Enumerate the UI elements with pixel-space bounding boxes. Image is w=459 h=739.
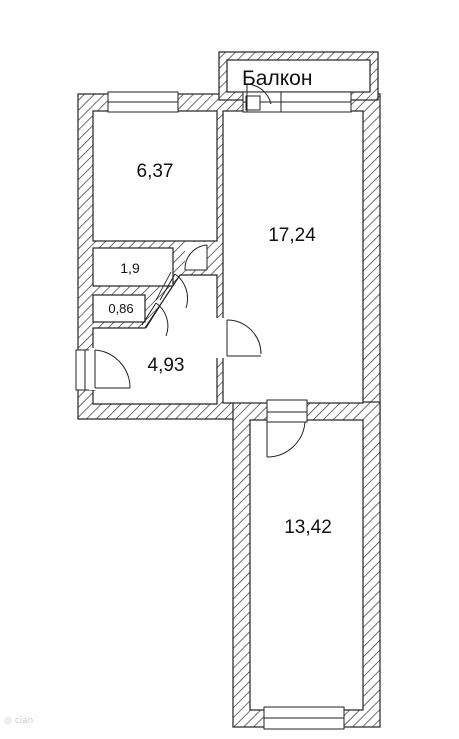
room-small-2-area: 0,86 — [108, 301, 133, 316]
room-bottom-interior — [249, 419, 364, 711]
room-top-left-area: 6,37 — [137, 161, 174, 182]
windows — [75, 91, 352, 730]
door-small-2 — [141, 302, 169, 337]
room-small-1-interior — [92, 247, 174, 287]
door-small-1 — [155, 271, 189, 309]
room-large-area: 17,24 — [268, 225, 316, 246]
watermark-logo: ◎ cian — [4, 716, 34, 726]
room-top-left-interior — [92, 110, 218, 242]
rooms — [92, 59, 371, 711]
door-room-large — [215, 318, 262, 358]
room-large-interior — [222, 110, 364, 404]
door-room-bottom — [266, 399, 308, 458]
door-balcony — [245, 83, 272, 112]
balcony-interior — [226, 59, 371, 93]
door-room-top-left — [184, 242, 208, 271]
room-small-2-interior — [92, 294, 146, 323]
room-small-1-area: 1,9 — [120, 260, 140, 276]
door-hall-left — [89, 348, 131, 390]
doors — [89, 83, 308, 458]
room-bottom-area: 13,42 — [284, 517, 332, 538]
room-hall-area: 4,93 — [148, 355, 185, 376]
labels: Балкон 6,37 17,24 1,9 0,86 4,93 13,42 — [108, 67, 331, 538]
balcony-label: Балкон — [242, 67, 312, 90]
